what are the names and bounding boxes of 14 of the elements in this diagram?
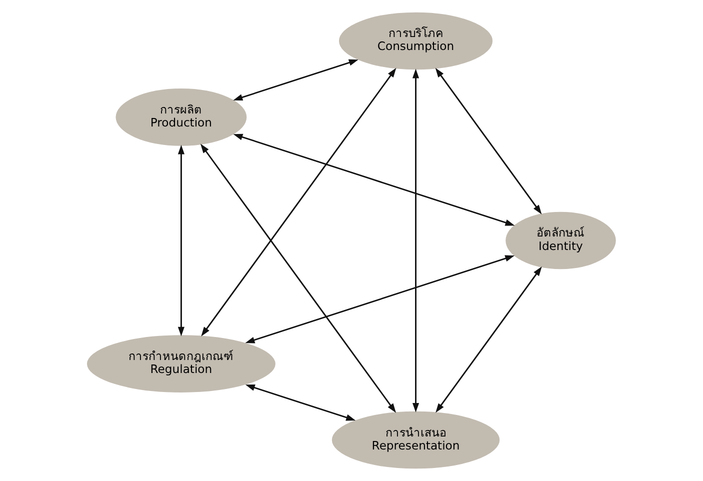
node-ellipse: การนำเสนอ Representation	[330, 409, 502, 471]
node-ellipse: การผลิต Production	[114, 86, 249, 148]
arrow	[201, 68, 396, 336]
node-ellipse: การกำหนดกฎเกณฑ์ Regulation	[84, 333, 278, 395]
arrow	[178, 144, 184, 336]
arrow	[435, 68, 542, 214]
arrow	[200, 144, 396, 413]
arrow	[245, 384, 356, 421]
arrow	[233, 59, 358, 101]
arrow	[412, 68, 420, 412]
arrow	[245, 255, 515, 344]
node-ellipse: การบริโภค Consumption	[336, 10, 495, 72]
arrow	[233, 134, 515, 226]
arrow	[436, 266, 542, 413]
